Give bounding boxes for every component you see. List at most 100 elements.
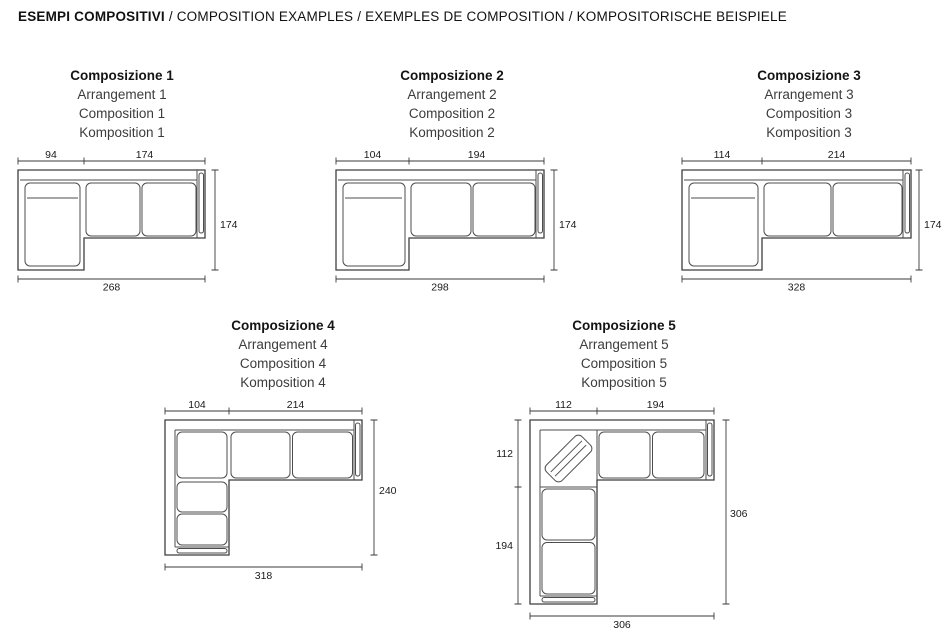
dim-right-label: 306 xyxy=(730,508,748,520)
composition-5-drawing: 112 194 112 194 306 306 xyxy=(495,399,747,631)
composition-5-title: Composizione 5 Arrangement 5 Composition… xyxy=(504,316,744,392)
composition-title: Composizione 5 xyxy=(572,318,676,333)
top-dim-line xyxy=(335,157,545,165)
dim-bottom-label: 318 xyxy=(255,570,273,582)
sofa-outline xyxy=(681,169,912,271)
armrest-cushion xyxy=(537,172,543,234)
composition-2-drawing: 104 194 174 298 xyxy=(335,149,577,294)
sofa-outline xyxy=(529,419,715,605)
sofa-outline xyxy=(17,169,206,271)
composition-subtitle: Composition 3 xyxy=(765,106,853,121)
armrest-cushion xyxy=(198,172,204,234)
composition-subtitle: Composition 2 xyxy=(408,106,496,121)
composition-2-title: Composizione 2 Arrangement 2 Composition… xyxy=(332,66,572,142)
seat-cushion xyxy=(176,481,228,513)
top-dim-line xyxy=(164,407,363,415)
composition-subtitle: Arrangement 4 xyxy=(238,337,328,352)
armrest-cushion xyxy=(541,597,596,603)
composition-subtitle: Arrangement 1 xyxy=(77,87,167,102)
dim-bottom-label: 306 xyxy=(613,619,631,631)
top-dim-line xyxy=(17,157,206,165)
page-title-secondary: / COMPOSITION EXAMPLES / EXEMPLES DE COM… xyxy=(164,9,787,24)
dim-left2-label: 194 xyxy=(495,540,513,552)
seat-cushion xyxy=(292,431,353,479)
right-dim-line xyxy=(722,419,730,605)
seat-cushion xyxy=(472,182,536,237)
composition-title: Composizione 2 xyxy=(400,68,504,83)
composition-subtitle: Composition 1 xyxy=(78,106,166,121)
dim-top1-label: 94 xyxy=(45,149,57,161)
composition-1-drawing: 94 174 174 268 xyxy=(17,149,238,294)
seat-cushion xyxy=(763,182,832,237)
dim-top2-label: 214 xyxy=(828,149,846,161)
composition-4-title: Composizione 4 Arrangement 4 Composition… xyxy=(163,316,403,392)
seat-cushion xyxy=(141,182,197,237)
top-dim-line xyxy=(681,157,912,165)
chaise-cushion xyxy=(688,182,759,267)
corner-cushion xyxy=(176,431,228,479)
composition-subtitle: Composition 4 xyxy=(239,356,327,371)
dim-right-label: 240 xyxy=(379,485,397,497)
dimension-lines: 112 194 112 194 306 306 xyxy=(495,399,747,631)
corner-angled-cushion xyxy=(544,434,593,483)
dim-bottom-label: 268 xyxy=(103,282,121,294)
dim-bottom-label: 328 xyxy=(788,282,806,294)
armrest-cushion xyxy=(176,548,228,554)
seat-cushion xyxy=(541,542,596,595)
composition-3-title: Composizione 3 Arrangement 3 Composition… xyxy=(689,66,929,142)
left-dim-line xyxy=(514,419,522,605)
bottom-dim-line xyxy=(164,563,363,571)
dim-top2-label: 214 xyxy=(287,399,305,411)
sofa-plan xyxy=(529,419,715,605)
composition-subtitle: Komposition 4 xyxy=(240,375,326,390)
sofa-outline xyxy=(164,419,363,556)
sofa-outline xyxy=(335,169,545,271)
armrest-cushion xyxy=(707,422,713,477)
dim-right-label: 174 xyxy=(924,219,942,231)
sofa-plan xyxy=(335,169,545,271)
sofa-plan xyxy=(164,419,363,556)
composition-subtitle: Arrangement 3 xyxy=(764,87,854,102)
right-dim-line xyxy=(550,169,558,271)
corner-cushion xyxy=(544,434,593,483)
chaise-cushion xyxy=(24,182,81,267)
seat-cushion xyxy=(176,513,228,546)
seat-cushion xyxy=(541,488,596,541)
composition-subtitle: Komposition 5 xyxy=(581,375,667,390)
composition-title: Composizione 1 xyxy=(70,68,174,83)
seam-line xyxy=(550,440,587,477)
composition-3-drawing: 114 214 174 328 xyxy=(681,149,942,294)
seat-cushion xyxy=(85,182,141,237)
seat-cushion xyxy=(230,431,291,479)
composition-subtitle: Composition 5 xyxy=(580,356,668,371)
chaise-cushion xyxy=(342,182,406,267)
bottom-dim-line xyxy=(681,275,912,283)
composition-subtitle: Komposition 3 xyxy=(766,125,852,140)
dimension-lines: 94 174 174 268 xyxy=(17,149,238,294)
seat-cushion xyxy=(652,431,705,479)
composition-4-drawing: 104 214 240 318 xyxy=(164,399,397,582)
dimension-lines: 114 214 174 328 xyxy=(681,149,942,294)
bottom-dim-line xyxy=(529,612,715,620)
page-title-primary: ESEMPI COMPOSITIVI xyxy=(18,9,165,24)
dim-top1-label: 112 xyxy=(555,399,572,411)
seat-cushion xyxy=(832,182,903,237)
dim-top2-label: 194 xyxy=(468,149,486,161)
armrest-cushion xyxy=(355,422,361,477)
composition-1-title: Composizione 1 Arrangement 1 Composition… xyxy=(2,66,242,142)
dim-top2-label: 174 xyxy=(136,149,154,161)
sofa-plan xyxy=(681,169,912,271)
armrest-cushion xyxy=(904,172,910,234)
dim-top1-label: 104 xyxy=(188,399,206,411)
composition-subtitle: Arrangement 5 xyxy=(579,337,669,352)
top-dim-line xyxy=(529,407,715,415)
seat-cushion xyxy=(410,182,472,237)
seam-line xyxy=(540,430,598,488)
composition-subtitle: Arrangement 2 xyxy=(407,87,497,102)
right-dim-line xyxy=(211,169,219,271)
dim-bottom-label: 298 xyxy=(431,282,449,294)
composition-subtitle: Komposition 2 xyxy=(409,125,495,140)
dimension-lines: 104 214 240 318 xyxy=(164,399,397,582)
seat-cushion xyxy=(598,431,651,479)
bottom-dim-line xyxy=(335,275,545,283)
